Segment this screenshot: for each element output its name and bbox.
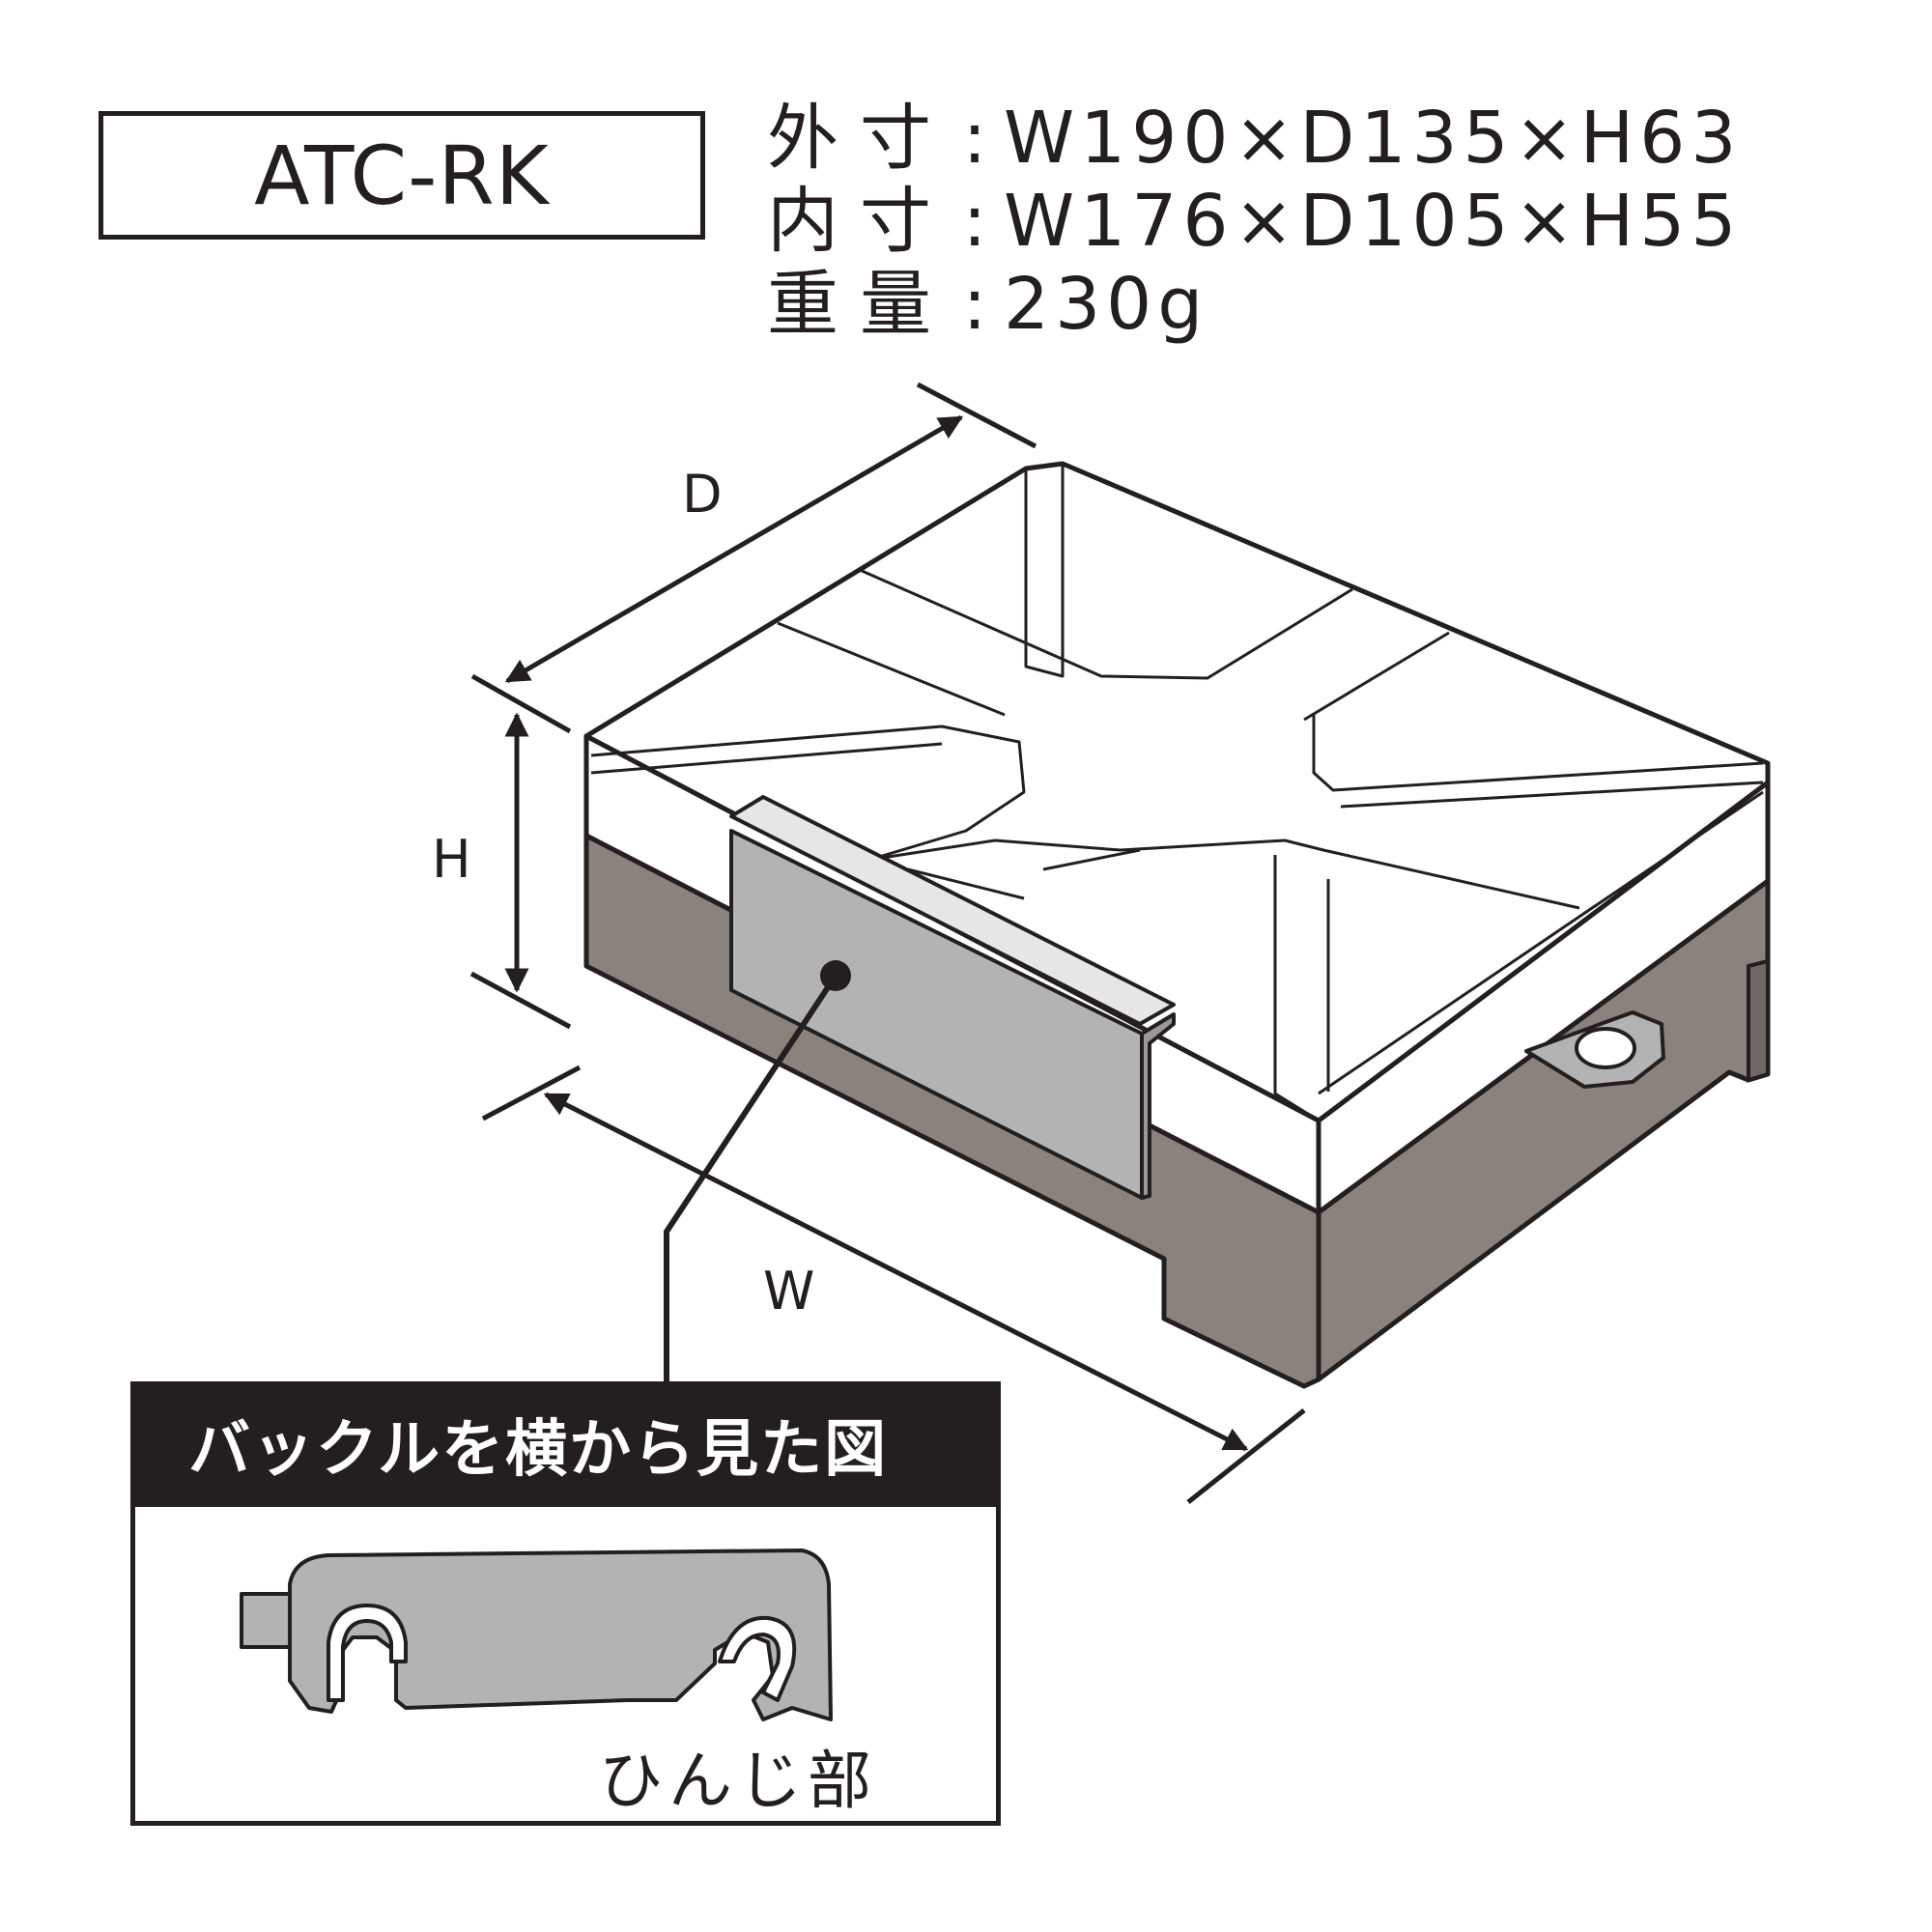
lid-relief-lines [590, 464, 1764, 1122]
spec-value: W190×D135×H63 [1004, 97, 1743, 180]
model-label-box: ATC-RK [99, 111, 705, 240]
spec-separator: : [962, 263, 987, 346]
spec-row-weight: 重量 : 230g [767, 263, 1742, 346]
inset-title: バックルを横から見た図 [188, 1414, 889, 1486]
spec-row-outer: 外寸 : W190×D135×H63 [767, 97, 1742, 180]
depth-label: D [682, 464, 723, 525]
spec-label: 内寸 [767, 180, 952, 263]
spec-separator: : [962, 97, 987, 180]
spec-value: W176×D105×H55 [1004, 180, 1743, 263]
spec-list: 外寸 : W190×D135×H63 内寸 : W176×D105×H55 重量… [767, 97, 1742, 346]
height-label: H [432, 829, 471, 890]
spec-value: 230g [1004, 263, 1209, 346]
inset-header: バックルを横から見た図 [130, 1381, 1001, 1507]
spec-label: 外寸 [767, 97, 952, 180]
spec-separator: : [962, 180, 987, 263]
buckle-side-view [240, 1548, 833, 1721]
hinge-tab [1524, 1010, 1665, 1089]
dimension-lines [469, 382, 1306, 1504]
case-foot [1747, 958, 1770, 1083]
width-label: W [763, 1261, 815, 1321]
model-name: ATC-RK [254, 128, 550, 223]
spec-row-inner: 内寸 : W176×D105×H55 [767, 180, 1742, 263]
hinge-label: ひんじ部 [599, 1744, 877, 1818]
spec-label: 重量 [767, 263, 952, 346]
inset-panel [130, 1507, 1001, 1826]
